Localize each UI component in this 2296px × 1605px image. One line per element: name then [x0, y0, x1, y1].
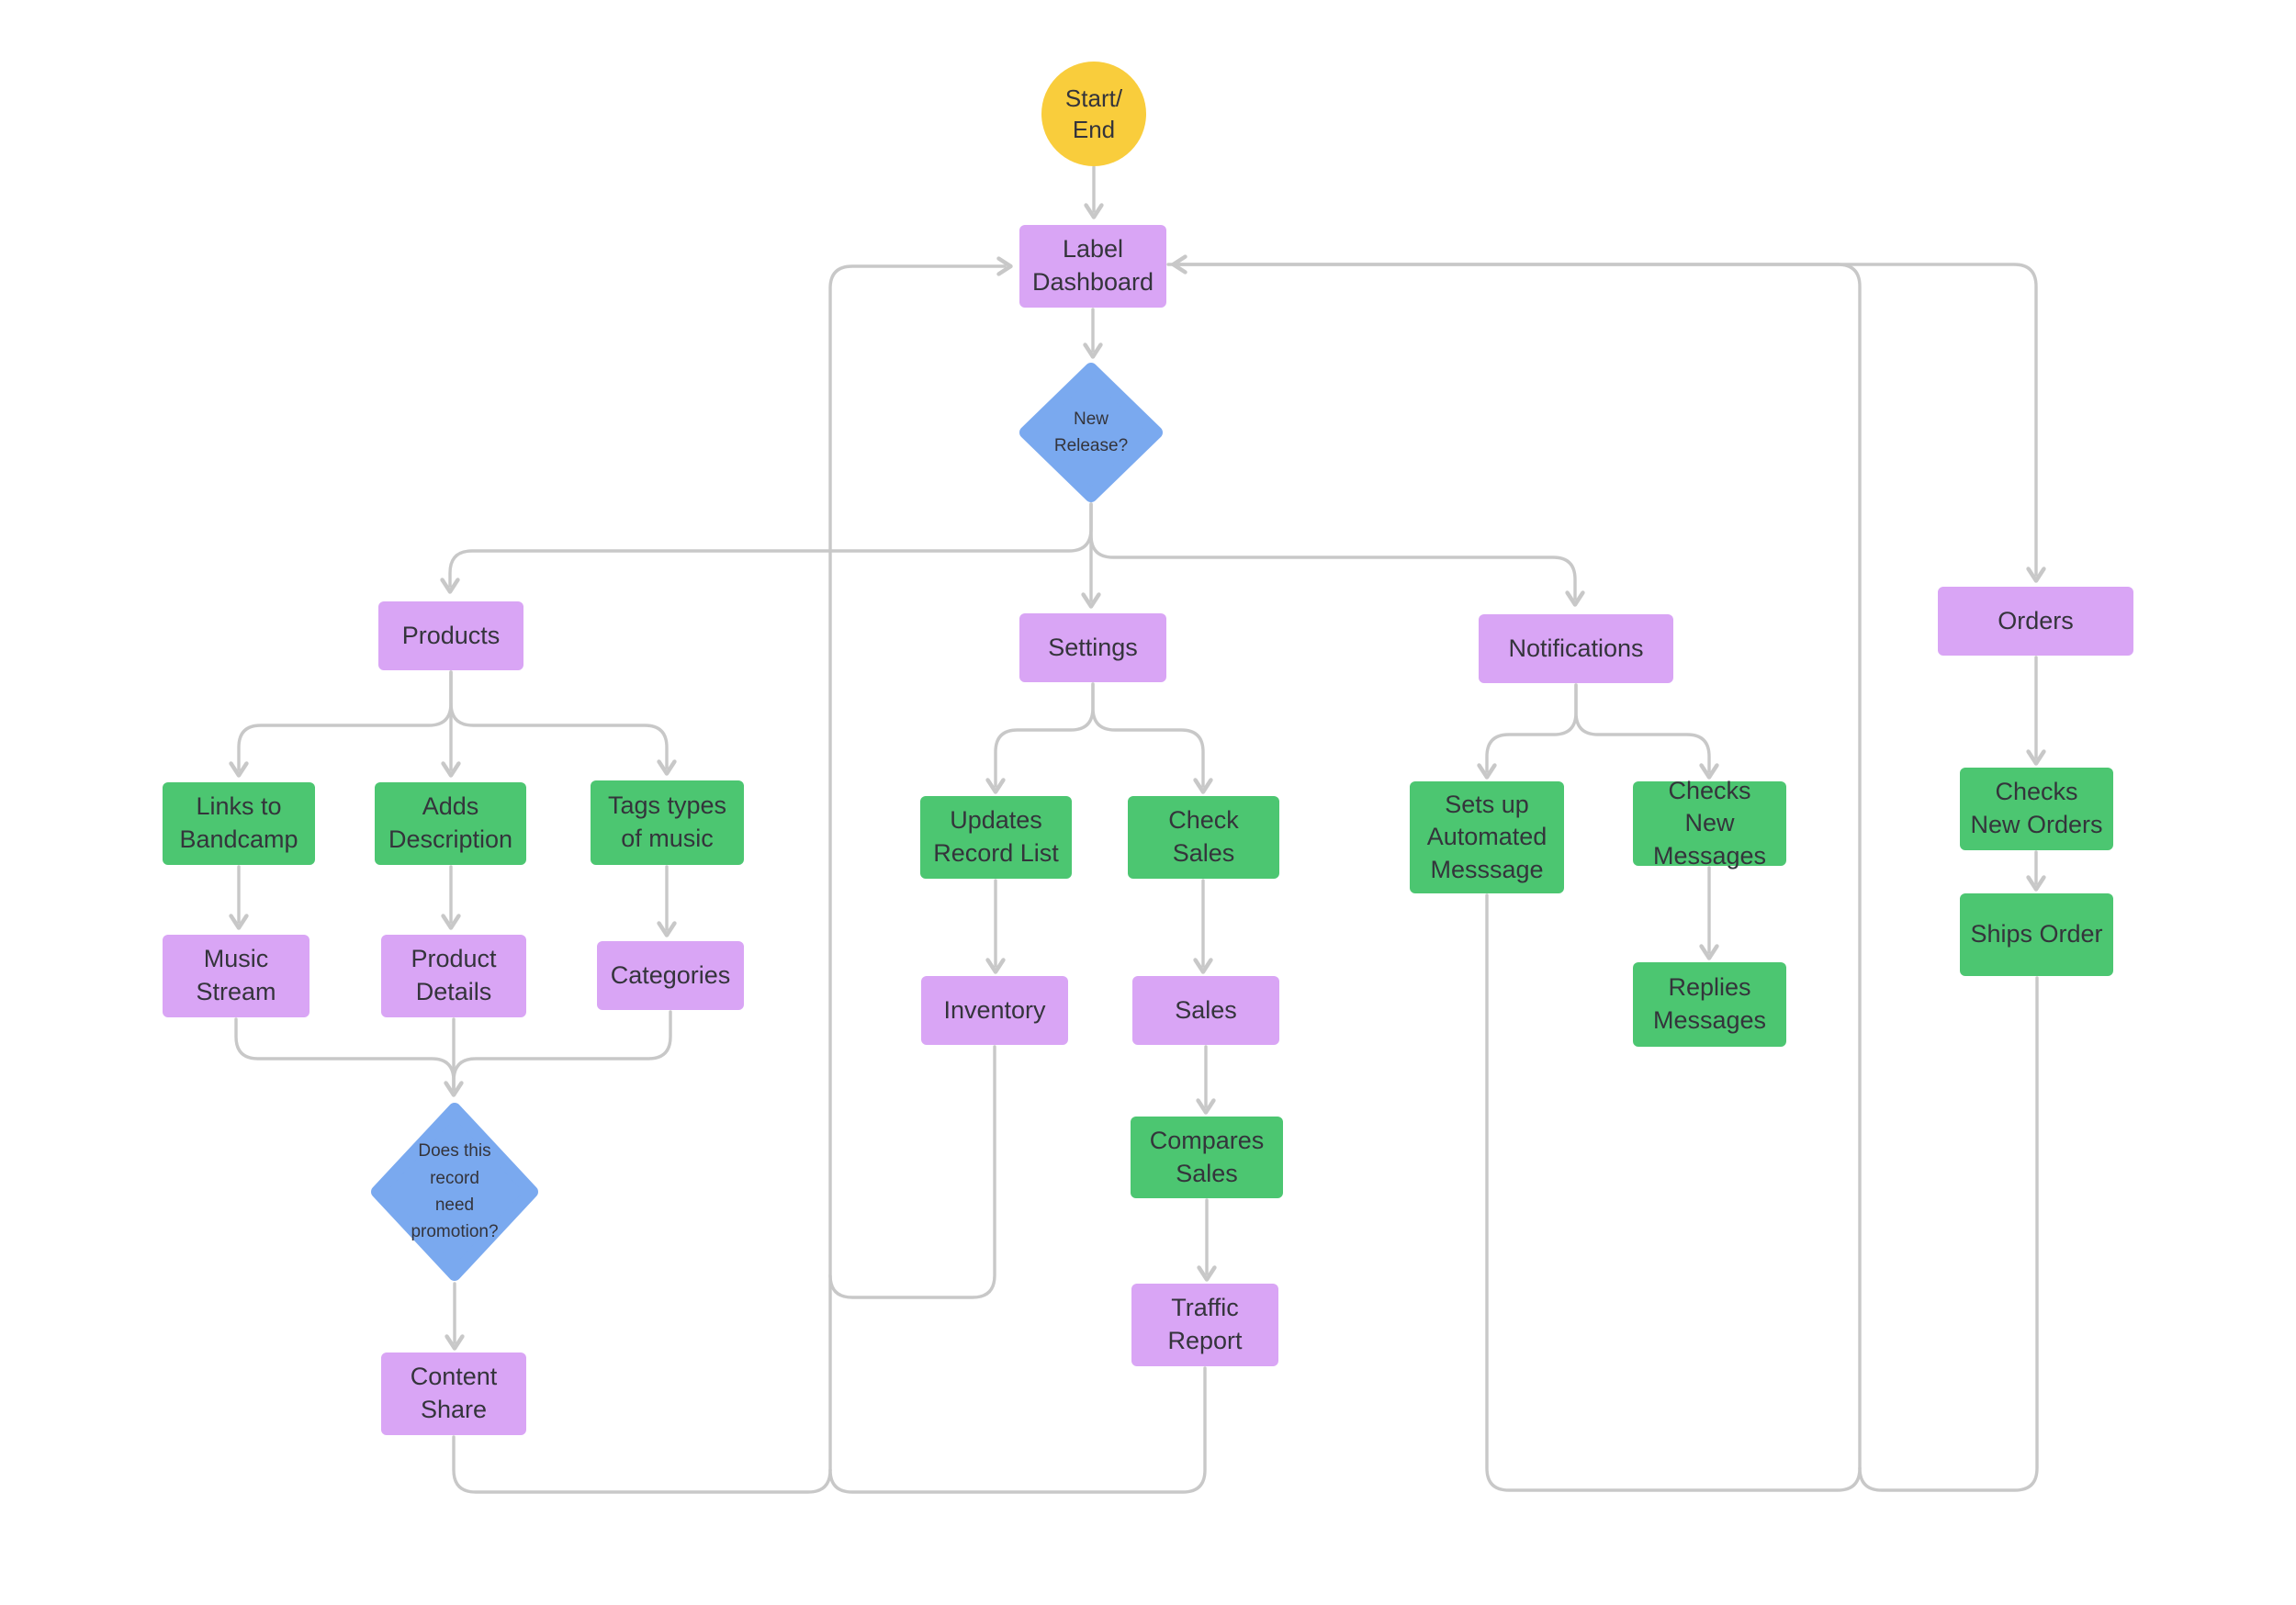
node-music-stream[interactable]: Music Stream: [163, 935, 310, 1017]
node-adds-description[interactable]: Adds Description: [375, 782, 526, 865]
node-promotion-decision[interactable]: Does this record need promotion?: [369, 1101, 540, 1283]
node-updates-record-list[interactable]: Updates Record List: [920, 796, 1072, 879]
node-label: Check Sales: [1168, 806, 1239, 867]
node-label: Traffic Report: [1167, 1294, 1243, 1354]
edge-settings-to-checksales: [1091, 682, 1213, 794]
node-links-to-bandcamp[interactable]: Links to Bandcamp: [163, 782, 315, 865]
node-inventory[interactable]: Inventory: [921, 976, 1068, 1045]
edge-contentshare-return: [452, 1435, 832, 1494]
node-products[interactable]: Products: [378, 601, 523, 670]
node-label: Links to Bandcamp: [179, 792, 298, 853]
node-label: Ships Order: [1970, 920, 2103, 948]
node-label: Inventory: [943, 995, 1046, 1024]
node-sales[interactable]: Sales: [1132, 976, 1279, 1045]
node-label: Content Share: [410, 1363, 498, 1423]
node-label: Does this record need promotion?: [411, 1141, 499, 1242]
edge-notifications-to-setsup: [1477, 683, 1578, 780]
node-check-sales[interactable]: Check Sales: [1128, 796, 1279, 879]
node-label: Start/ End: [1064, 84, 1123, 143]
node-checks-new-orders[interactable]: Checks New Orders: [1960, 768, 2113, 850]
edge-settings-to-updates: [985, 682, 1095, 794]
node-sets-up-automated-message[interactable]: Sets up Automated Messsage: [1410, 781, 1564, 893]
node-label: Adds Description: [388, 792, 513, 853]
node-tags-types-of-music[interactable]: Tags types of music: [591, 780, 744, 865]
diamond-shape: [1019, 363, 1163, 502]
edge-notifications-to-checksmsgs: [1574, 683, 1719, 780]
node-replies-messages[interactable]: Replies Messages: [1633, 962, 1786, 1047]
edge-categories-to-promo: [452, 1010, 672, 1091]
node-label-dashboard[interactable]: Label Dashboard: [1019, 225, 1166, 308]
edge-right-return-trunk: [1171, 254, 1862, 1470]
node-label: Settings: [1048, 633, 1138, 661]
edge-left-return-trunk: [828, 256, 1013, 1472]
edge-dashboard-to-orders: [1166, 263, 2046, 583]
node-label: Sets up Automated Messsage: [1426, 790, 1548, 883]
node-label: Compares Sales: [1149, 1126, 1265, 1187]
node-label: Notifications: [1508, 634, 1644, 662]
node-notifications[interactable]: Notifications: [1479, 614, 1673, 683]
node-label: Replies Messages: [1652, 973, 1767, 1034]
node-label: Checks New Messages: [1652, 776, 1767, 870]
node-checks-new-messages[interactable]: Checks New Messages: [1633, 777, 1786, 870]
node-settings[interactable]: Settings: [1019, 613, 1166, 682]
node-label: Sales: [1175, 995, 1237, 1024]
node-start-end[interactable]: Start/ End: [1041, 62, 1146, 166]
node-new-release-decision[interactable]: New Release?: [1019, 362, 1164, 503]
node-ships-order[interactable]: Ships Order: [1960, 893, 2113, 976]
node-label: Tags types of music: [607, 791, 727, 852]
node-traffic-report[interactable]: Traffic Report: [1131, 1284, 1278, 1366]
node-label: Music Stream: [196, 945, 276, 1005]
edge-musicstream-to-promo: [234, 1017, 456, 1091]
node-categories[interactable]: Categories: [597, 941, 744, 1010]
node-label: Product Details: [411, 945, 497, 1005]
edge-setsup-return: [1485, 893, 1862, 1492]
edge-newrelease-to-products: [440, 502, 1093, 594]
edge-traffic-return: [828, 1366, 1207, 1494]
node-label: Label Dashboard: [1031, 235, 1154, 296]
node-orders[interactable]: Orders: [1938, 587, 2133, 656]
node-content-share[interactable]: Content Share: [381, 1352, 526, 1435]
edge-newrelease-to-notifications: [1089, 502, 1585, 607]
node-label: Products: [401, 621, 501, 649]
node-label: New Release?: [1053, 409, 1129, 455]
node-label: Orders: [1998, 606, 2074, 634]
node-label: Categories: [610, 960, 731, 989]
node-label: Updates Record List: [933, 806, 1059, 867]
edge-products-to-tags: [449, 670, 677, 776]
node-label: Checks New Orders: [1970, 778, 2103, 838]
edge-inventory-return: [828, 1045, 996, 1299]
diamond-shape: [371, 1103, 538, 1281]
edge-products-to-links: [229, 670, 453, 778]
edge-ships-return: [1858, 976, 2039, 1492]
node-product-details[interactable]: Product Details: [381, 935, 526, 1017]
node-compares-sales[interactable]: Compares Sales: [1131, 1117, 1283, 1198]
